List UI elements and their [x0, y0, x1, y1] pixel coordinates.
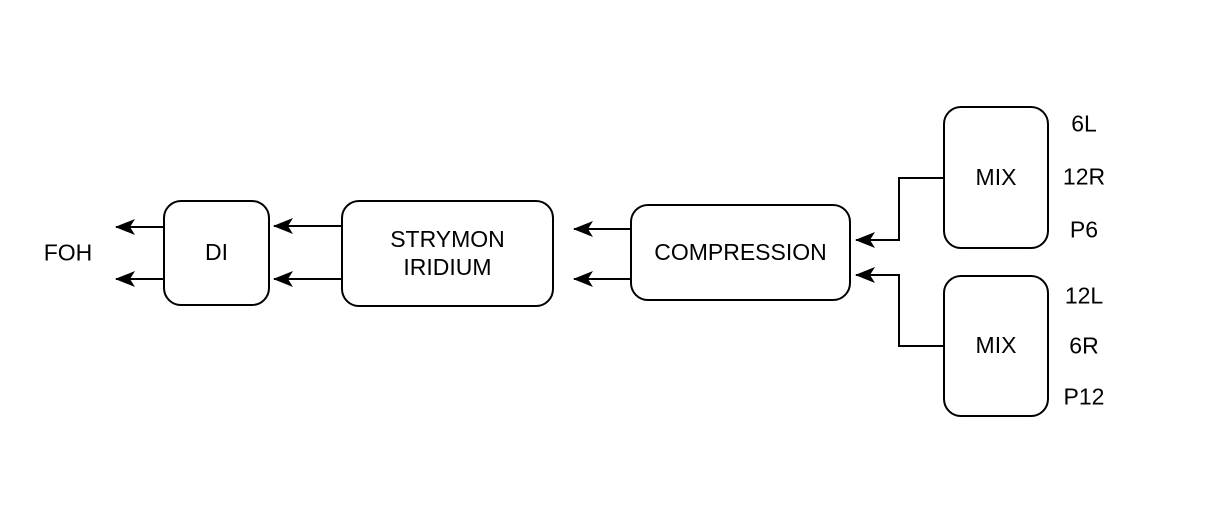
- node-compression: COMPRESSION: [630, 204, 851, 301]
- port-label-mix-top-p6: P6: [1069, 216, 1099, 243]
- node-mix-top: MIX: [943, 106, 1049, 249]
- node-strymon-iridium: STRYMON IRIDIUM: [341, 200, 554, 307]
- node-mix-top-label: MIX: [975, 163, 1017, 190]
- port-label-mix-top-6l: 6L: [1071, 110, 1097, 137]
- arrow-mix-bottom-to-compression: [855, 267, 943, 347]
- foh-label: FOH: [43, 239, 93, 266]
- node-di: DI: [163, 200, 270, 306]
- node-mix-bottom-label: MIX: [975, 332, 1017, 359]
- port-label-mix-bottom-12l: 12L: [1064, 282, 1104, 309]
- port-label-mix-bottom-6r: 6R: [1069, 332, 1099, 359]
- node-strymon-iridium-label: STRYMON IRIDIUM: [390, 225, 505, 280]
- node-compression-label: COMPRESSION: [654, 238, 827, 265]
- port-label-mix-top-12r: 12R: [1062, 163, 1106, 190]
- arrow-mix-top-to-compression: [855, 177, 943, 248]
- node-di-label: DI: [205, 239, 228, 266]
- node-mix-bottom: MIX: [943, 275, 1049, 417]
- port-label-mix-bottom-p12: P12: [1063, 383, 1105, 410]
